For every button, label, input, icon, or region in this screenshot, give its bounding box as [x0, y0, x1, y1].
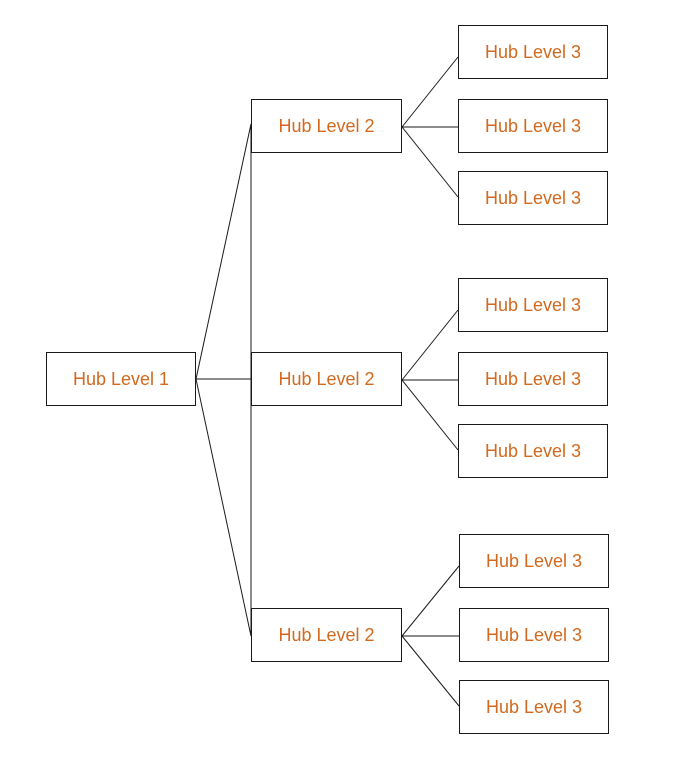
hub-level-3-label: Hub Level 3 — [485, 550, 583, 571]
hub-level-3-label: Hub Level 3 — [484, 440, 582, 461]
hub-level-2-label: Hub Level 2 — [278, 368, 375, 389]
connector-g2-top — [401, 309, 459, 381]
hub-level-2-node-1: Hub Level 2 — [251, 99, 402, 153]
hub-level-3-node-1-3: Hub Level 3 — [458, 171, 608, 225]
connector-g3-top — [401, 565, 460, 637]
hub-level-3-label: Hub Level 3 — [484, 41, 582, 62]
hub-level-3-node-1-1: Hub Level 3 — [458, 25, 608, 79]
connector-l1-to-l2-top — [195, 123, 252, 380]
connector-g1-top — [401, 56, 459, 128]
connector-l1-to-l2-bottom — [195, 378, 252, 637]
hub-level-3-label: Hub Level 3 — [485, 624, 583, 645]
hub-level-3-label: Hub Level 3 — [485, 696, 583, 717]
connector-g1-bottom — [401, 126, 459, 198]
hub-level-3-node-3-3: Hub Level 3 — [459, 680, 609, 734]
hub-level-2-label: Hub Level 2 — [278, 115, 375, 136]
hub-level-3-label: Hub Level 3 — [484, 187, 582, 208]
hub-level-3-node-2-2: Hub Level 3 — [458, 352, 608, 406]
hub-level-2-node-3: Hub Level 2 — [251, 608, 402, 662]
hub-level-3-node-3-1: Hub Level 3 — [459, 534, 609, 588]
hub-level-3-label: Hub Level 3 — [484, 294, 582, 315]
hub-level-1-label: Hub Level 1 — [72, 368, 170, 389]
hub-level-1-node: Hub Level 1 — [46, 352, 196, 406]
hub-level-3-label: Hub Level 3 — [484, 115, 582, 136]
hub-level-2-node-2: Hub Level 2 — [251, 352, 402, 406]
hub-level-3-node-1-2: Hub Level 3 — [458, 99, 608, 153]
hub-level-3-node-2-1: Hub Level 3 — [458, 278, 608, 332]
hub-level-3-node-3-2: Hub Level 3 — [459, 608, 609, 662]
hub-level-3-label: Hub Level 3 — [484, 368, 582, 389]
hub-level-3-node-2-3: Hub Level 3 — [458, 424, 608, 478]
connector-g3-bottom — [401, 635, 460, 707]
hub-level-2-label: Hub Level 2 — [278, 624, 375, 645]
connector-g2-bottom — [401, 379, 459, 451]
